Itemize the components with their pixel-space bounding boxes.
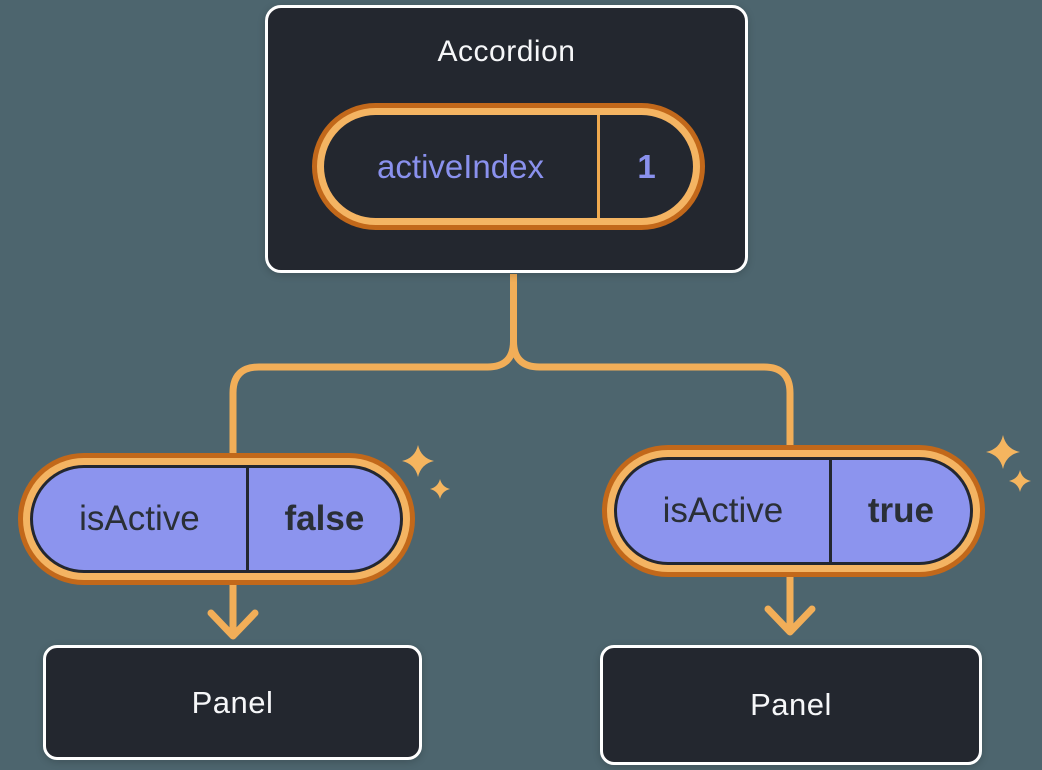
prop-pill-outline: isActive false <box>30 465 403 573</box>
panel-component-box-right: Panel <box>600 645 982 765</box>
state-name-label: activeIndex <box>377 147 544 185</box>
prop-name-label: isActive <box>79 499 200 538</box>
component-title: Accordion <box>437 35 576 68</box>
prop-pill-outline: isActive true <box>614 457 973 565</box>
panel-component-box-left: Panel <box>43 645 422 760</box>
fork-line-right <box>510 274 794 446</box>
state-pill-ring: activeIndex 1 <box>317 108 700 225</box>
arrow-down-icon <box>764 572 816 636</box>
pill-divider <box>245 468 249 570</box>
prop-pill-ring: isActive true <box>607 450 980 572</box>
fork-line-left <box>229 274 517 454</box>
prop-value-label: false <box>284 499 365 538</box>
prop-pill-ring: isActive false <box>23 458 410 580</box>
prop-pill-left: isActive false <box>18 453 415 585</box>
prop-name-label: isActive <box>662 491 784 530</box>
prop-value-label: true <box>867 491 934 530</box>
prop-pill-body: isActive true <box>617 460 970 562</box>
state-value-label: 1 <box>637 147 656 185</box>
pill-divider <box>828 460 832 562</box>
sparkle-icon <box>986 435 1031 492</box>
pill-divider <box>597 115 601 218</box>
prop-pill-right: isActive true <box>602 445 985 577</box>
arrow-down-icon <box>207 580 259 640</box>
state-pill: activeIndex 1 <box>312 103 705 230</box>
state-pill-body: activeIndex 1 <box>324 115 693 218</box>
prop-pill-body: isActive false <box>33 468 400 570</box>
sparkle-icon <box>402 445 450 499</box>
